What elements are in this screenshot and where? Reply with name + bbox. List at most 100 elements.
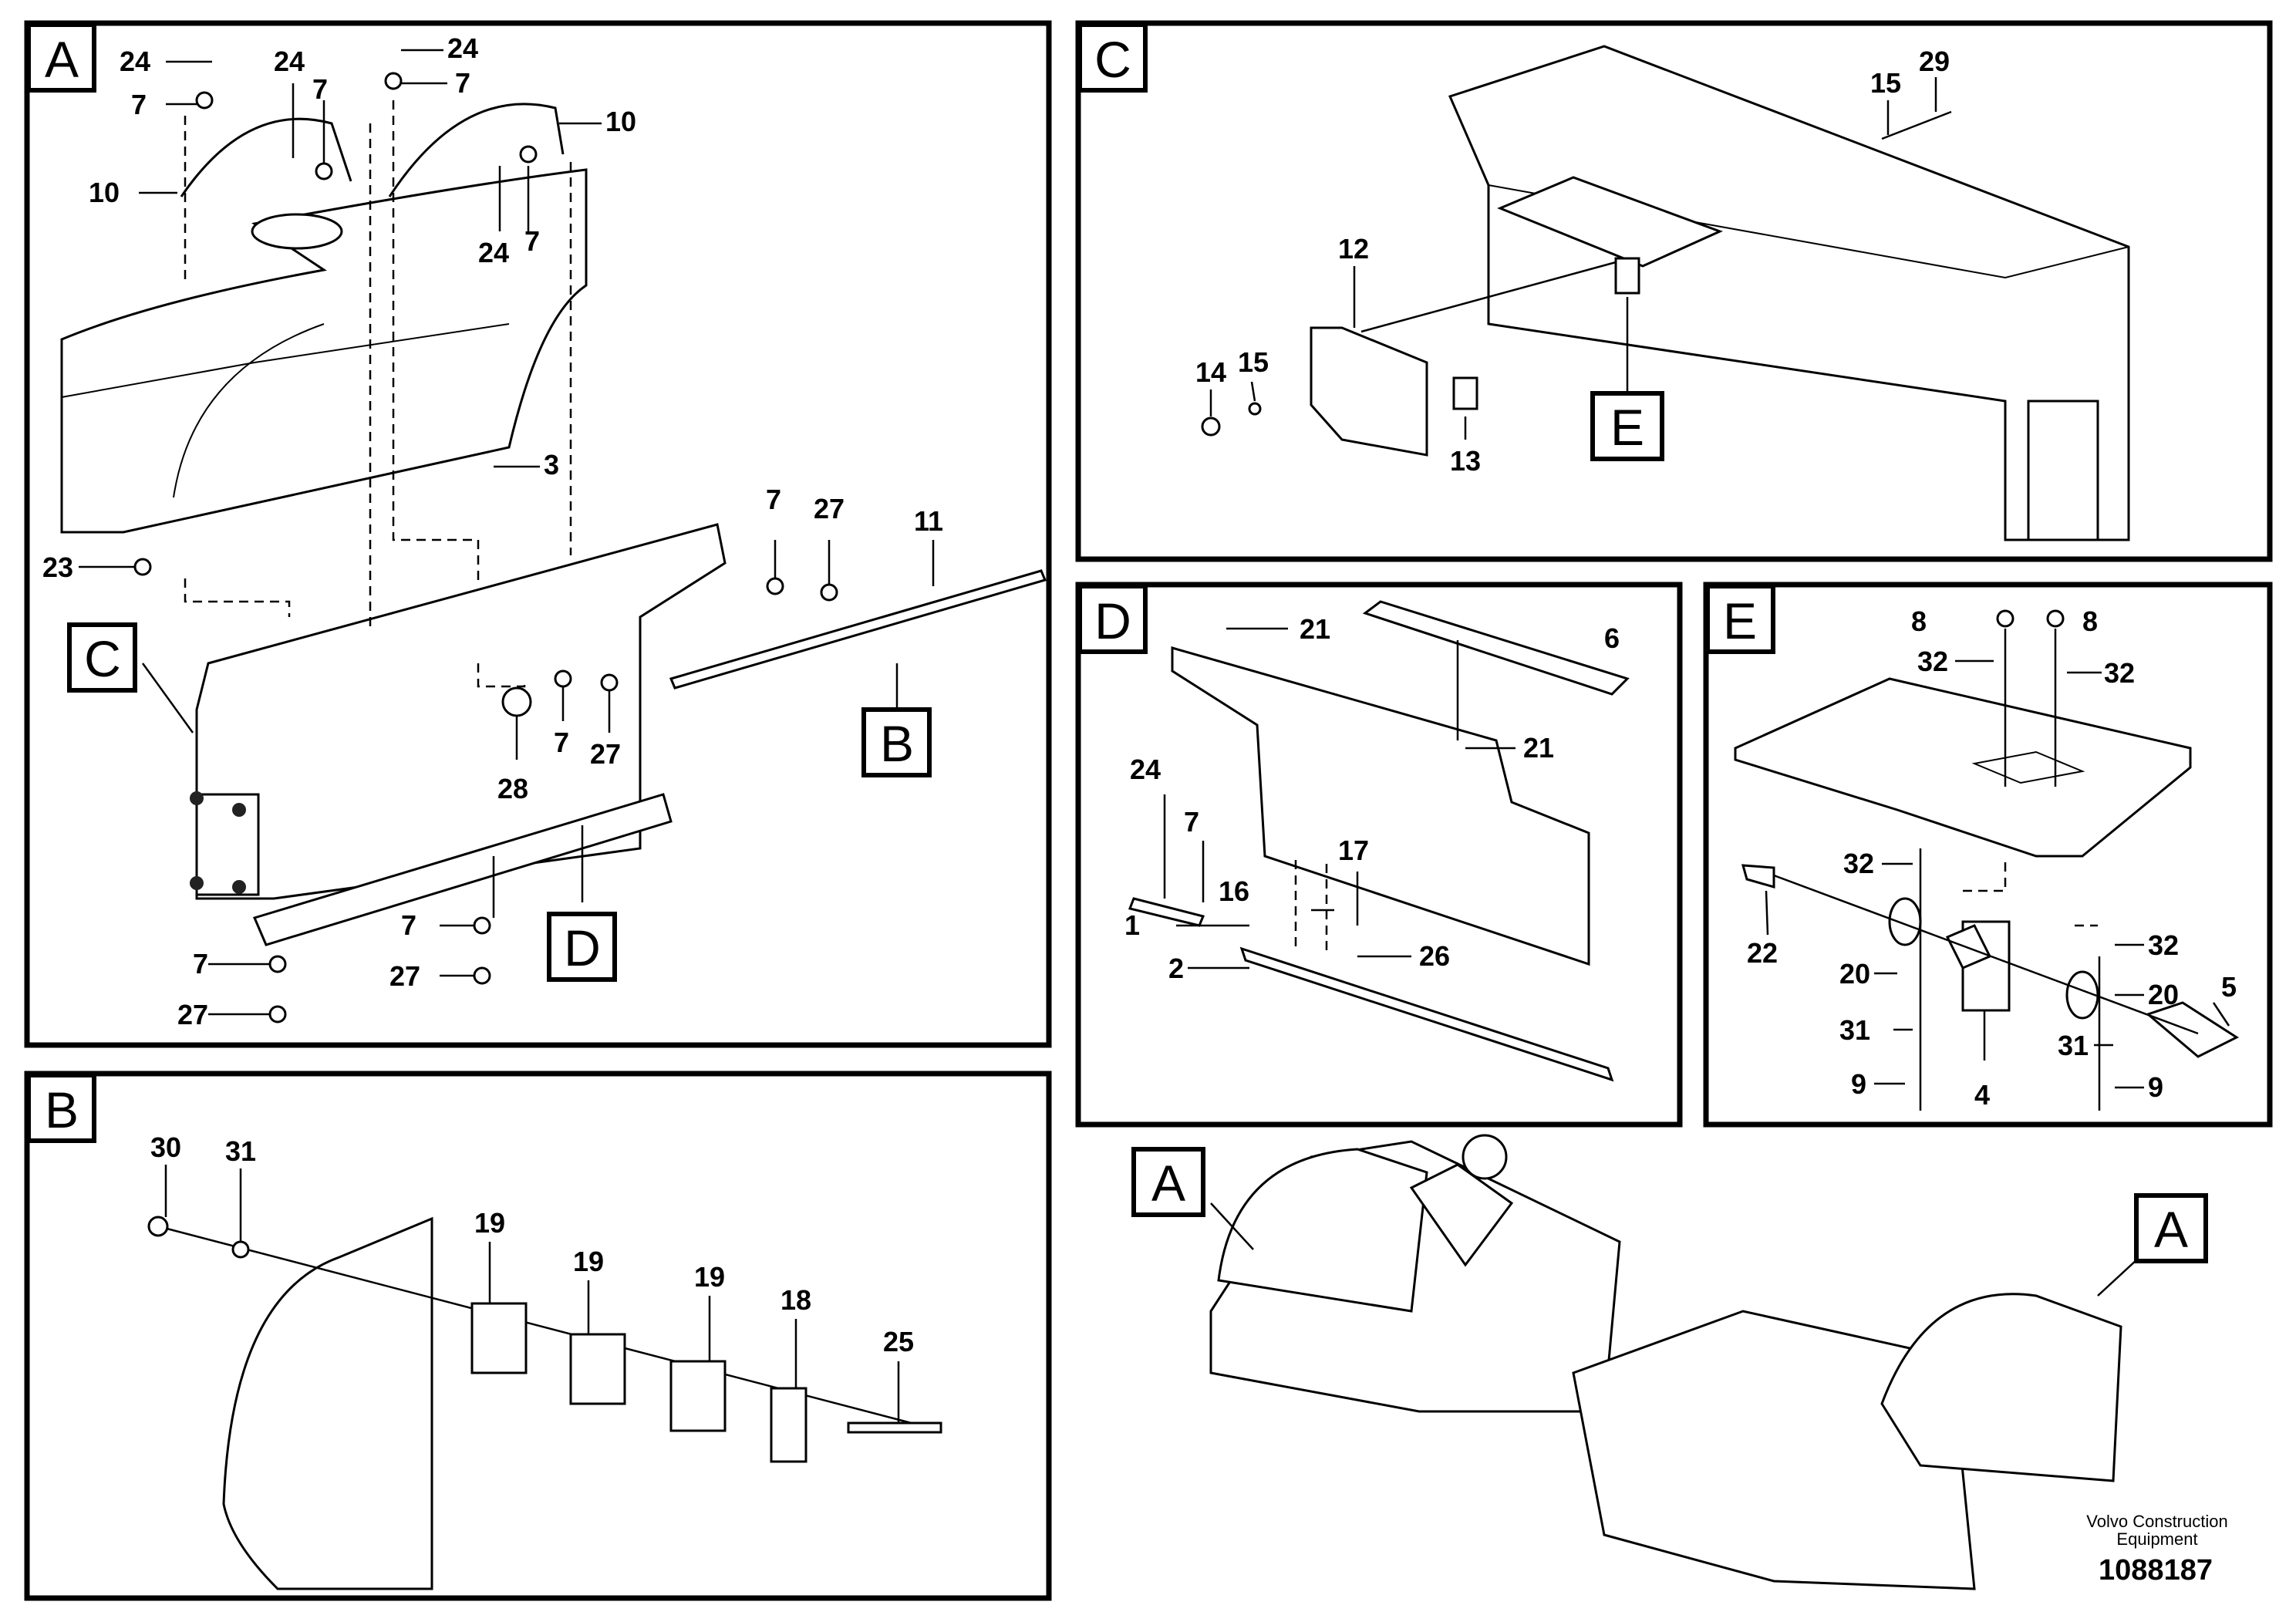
callout-b-box — [861, 707, 932, 777]
callout-e: E — [1610, 399, 1644, 456]
frame-body — [195, 523, 727, 900]
rear-frame — [1572, 1310, 1976, 1590]
tank-body — [60, 168, 588, 534]
label-31: 31 — [1839, 1014, 1870, 1046]
mount-plate — [1497, 176, 1723, 268]
tank-curve — [173, 323, 325, 498]
label-24: 24 — [1130, 754, 1161, 785]
label-7: 7 — [131, 89, 147, 120]
label-19: 19 — [573, 1246, 604, 1277]
overview-tag-right-box — [2134, 1193, 2208, 1263]
callout-b: B — [880, 715, 914, 772]
label-24: 24 — [274, 46, 305, 77]
label-25: 25 — [883, 1326, 914, 1357]
panel-e-frame — [1703, 582, 2273, 1128]
clamp-block-1 — [470, 1302, 528, 1374]
label-16: 16 — [1219, 875, 1249, 907]
panel-d-frame — [1075, 582, 1683, 1128]
grille-12 — [1310, 326, 1428, 457]
label-24: 24 — [120, 46, 150, 77]
panel-a: A — [24, 20, 1052, 1048]
mount-bracket — [2027, 400, 2099, 541]
label-21: 21 — [1523, 732, 1554, 764]
frame-plate — [195, 793, 260, 896]
label-19: 19 — [474, 1207, 505, 1239]
panel-a-tag-box — [26, 22, 96, 93]
label-3: 3 — [544, 449, 559, 481]
panel-e-tag: E — [1723, 592, 1757, 649]
plate-6 — [1362, 600, 1630, 696]
label-21: 21 — [1300, 613, 1330, 645]
nut-8-left — [1996, 609, 2014, 628]
panel-c: C 15 29 12 14 15 13 E — [1075, 20, 2273, 562]
callout-d: D — [564, 919, 601, 976]
fitting-22 — [1741, 864, 1775, 889]
label-32: 32 — [1843, 848, 1874, 879]
label-30: 30 — [150, 1131, 181, 1163]
label-32: 32 — [2148, 929, 2179, 961]
label-32: 32 — [2104, 657, 2135, 689]
clamp-block-3 — [669, 1360, 727, 1432]
label-8: 8 — [1911, 605, 1927, 637]
label-24: 24 — [447, 32, 478, 64]
panel-d-tag-box — [1077, 584, 1148, 654]
label-19: 19 — [694, 1261, 725, 1293]
part-15 — [1248, 402, 1262, 416]
panel-e-tag-box — [1705, 584, 1775, 654]
label-27: 27 — [590, 738, 621, 770]
front-tank — [1217, 1148, 1428, 1313]
washer-31 — [231, 1240, 250, 1259]
label-7: 7 — [312, 73, 328, 105]
panel-c-tag-box — [1077, 22, 1148, 93]
label-29: 29 — [1919, 46, 1950, 77]
label-28: 28 — [497, 773, 528, 804]
panel-e: E 8 8 32 32 22 32 20 — [1703, 582, 2273, 1128]
bulkhead-panel — [1448, 45, 2130, 541]
panel-b-tag: B — [45, 1081, 79, 1138]
tank-filler-cap — [251, 213, 343, 250]
label-5: 5 — [2221, 971, 2237, 1003]
filter-housing — [1614, 257, 1640, 295]
callout-c-box — [67, 622, 137, 693]
label-9: 9 — [1851, 1068, 1866, 1100]
brand-line-2: Equipment — [2116, 1529, 2197, 1549]
panel-b-tag-box — [26, 1073, 96, 1143]
callout-c: C — [84, 630, 121, 687]
panel-d: D 21 6 21 24 7 17 16 1 2 26 — [1075, 582, 1683, 1128]
overview-tag-left: A — [1151, 1155, 1185, 1212]
label-26: 26 — [1419, 940, 1450, 972]
overview-tag-left-box — [1131, 1147, 1205, 1217]
side-panel — [1171, 646, 1590, 966]
panel-d-tag: D — [1094, 592, 1131, 649]
handle-left — [180, 117, 352, 197]
fitting-5 — [2145, 1001, 2240, 1058]
clamp-20-right — [2065, 970, 2099, 1020]
panel-a-tag: A — [45, 31, 79, 88]
mount-plate-e — [1734, 677, 2192, 858]
panel-a-frame — [24, 20, 1052, 1048]
label-18: 18 — [781, 1284, 811, 1316]
label-20: 20 — [1839, 958, 1870, 990]
label-20: 20 — [2148, 979, 2179, 1010]
label-23: 23 — [42, 551, 73, 583]
operator-seat — [1409, 1163, 1514, 1267]
callout-e-box — [1590, 391, 1664, 461]
document-number: 1088187 — [2099, 1554, 2213, 1587]
rail-2 — [1239, 946, 1614, 1082]
label-7: 7 — [766, 484, 781, 515]
overview-tag-right: A — [2154, 1201, 2188, 1258]
label-11: 11 — [914, 505, 943, 537]
bracket-plate — [222, 1216, 433, 1590]
label-17: 17 — [1338, 835, 1369, 866]
clamp-20-left — [1888, 897, 1922, 946]
label-7: 7 — [401, 909, 416, 941]
label-7: 7 — [193, 948, 208, 980]
label-9: 9 — [2148, 1071, 2163, 1103]
bolt-24 — [1128, 897, 1205, 927]
label-27: 27 — [814, 493, 845, 524]
label-14: 14 — [1195, 356, 1226, 388]
label-10: 10 — [89, 177, 120, 208]
bottom-rail — [252, 793, 673, 946]
callout-d-box — [547, 912, 617, 982]
label-6: 6 — [1604, 622, 1620, 654]
